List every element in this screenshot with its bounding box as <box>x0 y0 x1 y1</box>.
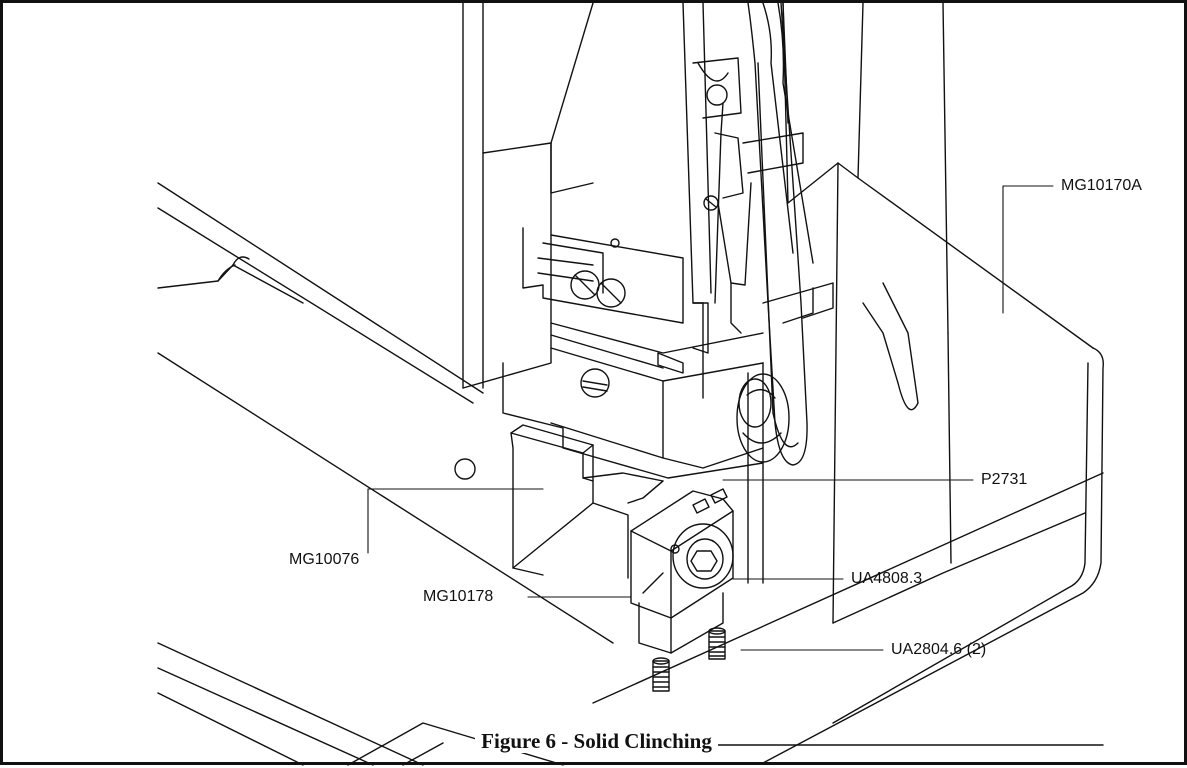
upper-column <box>462 3 594 389</box>
callout-ua4808: UA4808.3 <box>851 570 923 587</box>
callout-p2731: P2731 <box>981 471 1028 488</box>
driver-column <box>657 3 834 399</box>
leader-mg10076 <box>367 488 544 554</box>
drive-belt <box>747 3 808 466</box>
figure-caption: Figure 6 - Solid Clinching <box>3 729 1187 754</box>
clinch-block <box>630 488 734 654</box>
figure-caption-text: Figure 6 - Solid Clinching <box>475 729 718 753</box>
leader-lines <box>367 185 1054 651</box>
callout-mg10170a: MG10170A <box>1061 177 1142 194</box>
leader-mg10170a <box>1002 185 1054 314</box>
set-screws <box>652 627 726 692</box>
callout-mg10178: MG10178 <box>423 588 494 605</box>
clinching-assembly-drawing <box>157 3 1104 766</box>
adjusting-knob <box>736 362 790 584</box>
die-holder <box>510 424 664 579</box>
callout-mg10076: MG10076 <box>289 551 360 568</box>
housing-cover <box>762 3 1104 764</box>
clamp-assembly <box>502 227 764 479</box>
callout-ua2804: UA2804.6 (2) <box>891 641 987 658</box>
